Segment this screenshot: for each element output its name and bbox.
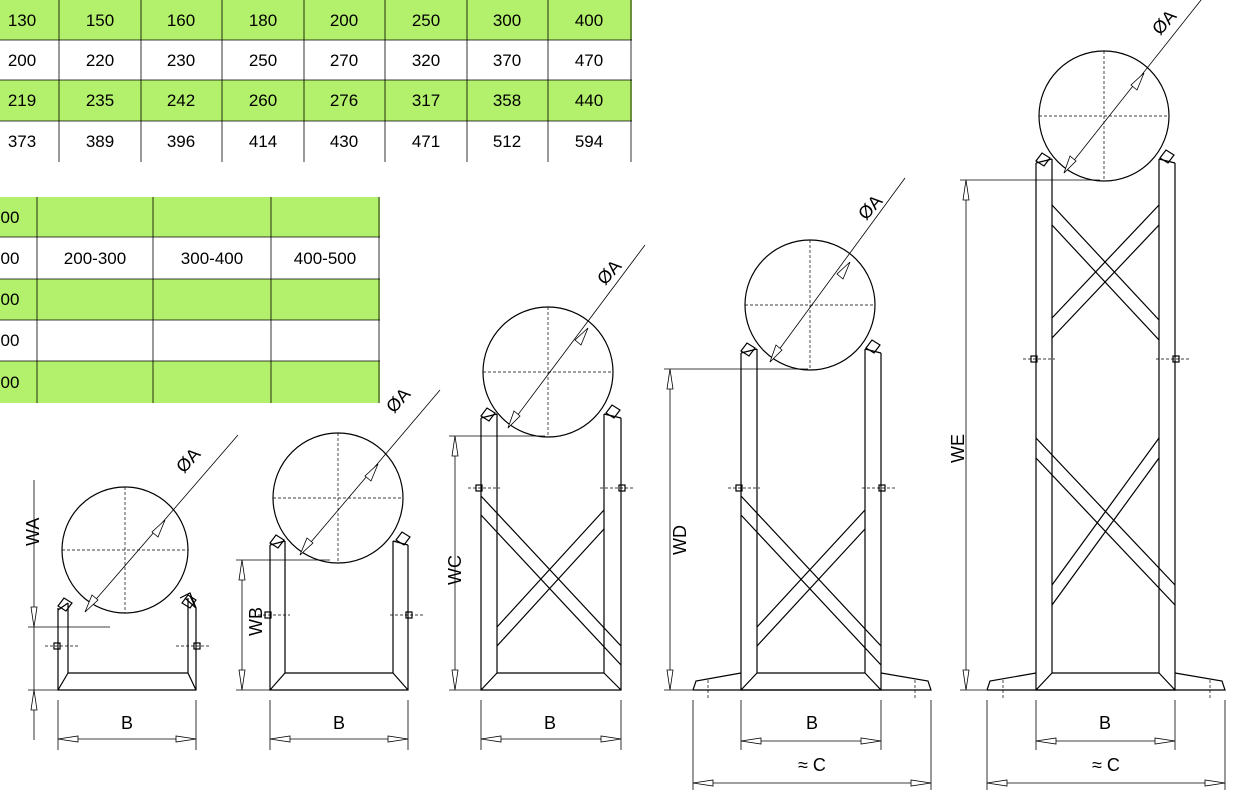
table1-cell-r4-c8: 594 xyxy=(575,132,603,151)
support-type-c: ØA WC B xyxy=(445,244,646,750)
table2-cell-r4-c1: 00 xyxy=(1,331,20,350)
table2-cell-r2-c4: 400-500 xyxy=(294,249,356,268)
table1-cell-r4-c1: 373 xyxy=(8,132,36,151)
width-label-d: B xyxy=(806,713,818,733)
table1-cell-r3-c7: 358 xyxy=(493,91,521,110)
table2-highlight-row-1 xyxy=(0,197,380,237)
support-type-d: ØA WD B ≈ C xyxy=(664,177,932,790)
table1-cell-r2-c2: 220 xyxy=(86,51,114,70)
table1-highlight-row-1 xyxy=(0,0,632,40)
diameter-label-b: ØA xyxy=(382,384,414,417)
approx-base-label-e: ≈ C xyxy=(1092,755,1120,775)
table1-cell-r2-c1: 200 xyxy=(8,51,36,70)
support-type-b: ØA WB B xyxy=(236,384,441,750)
height-label-wd: WD xyxy=(670,525,690,555)
width-label-c: B xyxy=(544,713,556,733)
table2-cell-r5-c1: 00 xyxy=(1,373,20,392)
table1-cell-r1-c3: 160 xyxy=(167,11,195,30)
table2-highlight-row-3 xyxy=(0,279,380,320)
table1-cell-r2-c5: 270 xyxy=(330,51,358,70)
table2-cell-r2-c2: 200-300 xyxy=(64,249,126,268)
height-label-we: WE xyxy=(948,434,968,463)
table1-cell-r3-c3: 242 xyxy=(167,91,195,110)
table1-cell-r2-c3: 230 xyxy=(167,51,195,70)
table1-cell-r3-c1: 219 xyxy=(8,91,36,110)
table1-cell-r3-c8: 440 xyxy=(575,91,603,110)
height-label-wa: WA xyxy=(23,518,43,546)
table1-cell-r4-c5: 430 xyxy=(330,132,358,151)
table1-cell-r2-c4: 250 xyxy=(249,51,277,70)
table1-cell-r3-c4: 260 xyxy=(249,91,277,110)
table1-cell-r1-c6: 250 xyxy=(412,11,440,30)
diameter-label-a: ØA xyxy=(172,444,204,477)
diameter-label-d: ØA xyxy=(854,191,886,224)
table1-cell-r4-c4: 414 xyxy=(249,132,277,151)
support-type-e: ØA WE B ≈ C xyxy=(948,0,1226,790)
table1-cell-r4-c7: 512 xyxy=(493,132,521,151)
table1-cell-r4-c6: 471 xyxy=(412,132,440,151)
table2-highlight-row-5 xyxy=(0,361,380,403)
table1-cell-r4-c3: 396 xyxy=(167,132,195,151)
table2-cell-r1-c1: 00 xyxy=(1,208,20,227)
table1-cell-r1-c4: 180 xyxy=(249,11,277,30)
table1-cell-r1-c2: 150 xyxy=(86,11,114,30)
width-label-a: B xyxy=(121,713,133,733)
table2-cell-r2-c1: 00 xyxy=(1,249,20,268)
table1-cell-r2-c8: 470 xyxy=(575,51,603,70)
table1-cell-r3-c2: 235 xyxy=(86,91,114,110)
dimension-table-bottom: 00 00 200-300 300-400 400-500 00 00 00 xyxy=(0,197,380,403)
approx-base-label-d: ≈ C xyxy=(798,755,826,775)
table1-cell-r4-c2: 389 xyxy=(86,132,114,151)
table2-cell-r3-c1: 00 xyxy=(1,290,20,309)
height-label-wc: WC xyxy=(445,555,465,585)
diameter-label-e: ØA xyxy=(1148,6,1180,39)
width-label-e: B xyxy=(1099,713,1111,733)
table1-cell-r1-c8: 400 xyxy=(575,11,603,30)
diameter-label-c: ØA xyxy=(593,256,625,289)
table1-cell-r1-c7: 300 xyxy=(493,11,521,30)
table2-cell-r2-c3: 300-400 xyxy=(181,249,243,268)
width-label-b: B xyxy=(333,713,345,733)
dimension-table-top: 130 150 160 180 200 250 300 400 200 220 230 250 270 3… xyxy=(0,0,632,162)
table1-highlight-row-3 xyxy=(0,80,632,121)
height-label-wb: WB xyxy=(246,607,266,636)
table1-cell-r2-c7: 370 xyxy=(493,51,521,70)
table1-cell-r3-c6: 317 xyxy=(412,91,440,110)
table1-cell-r1-c1: 130 xyxy=(8,11,36,30)
table1-cell-r2-c6: 320 xyxy=(412,51,440,70)
table1-cell-r3-c5: 276 xyxy=(330,91,358,110)
table1-cell-r1-c5: 200 xyxy=(330,11,358,30)
support-type-a: ØA WA B xyxy=(23,434,239,750)
